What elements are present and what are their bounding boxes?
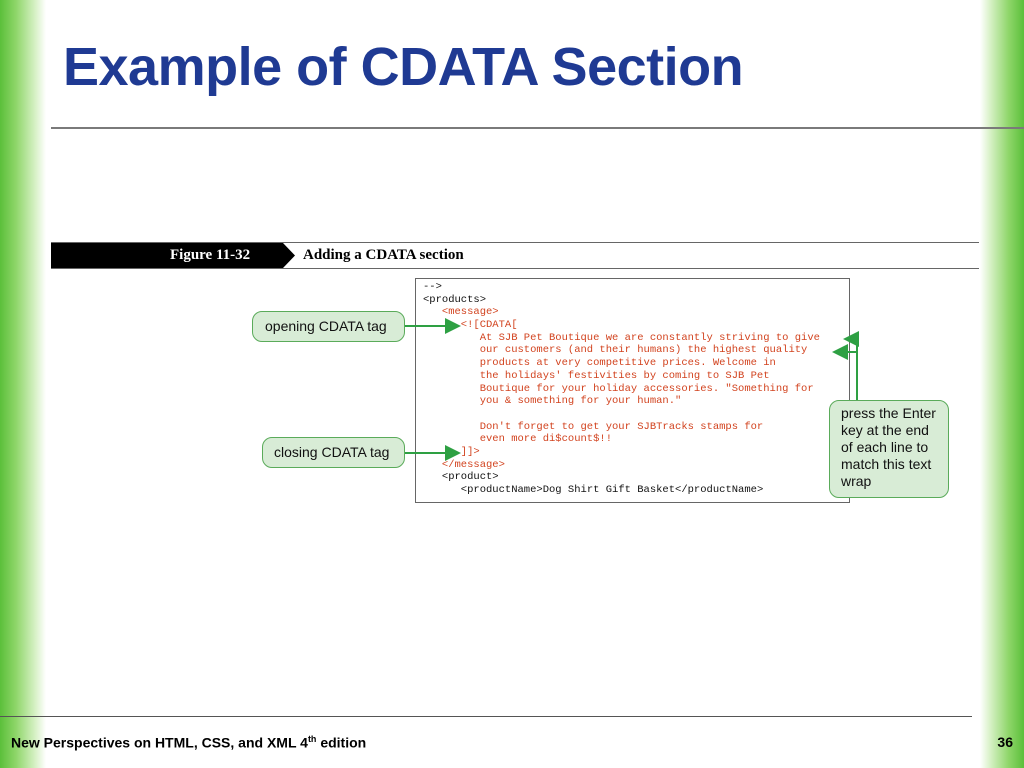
code-line: </message> xyxy=(441,458,505,471)
code-line: you & something for your human." xyxy=(479,395,682,408)
code-line: <message> xyxy=(441,306,499,319)
footer-book-title: New Perspectives on HTML, CSS, and XML 4… xyxy=(11,734,367,751)
slide-title: Example of CDATA Section xyxy=(63,37,744,97)
callout-press-enter: press the Enter key at the end of each l… xyxy=(829,400,949,498)
figure-caption: Adding a CDATA section xyxy=(303,247,464,263)
code-line: <productName>Dog Shirt Gift Basket</prod… xyxy=(460,484,764,496)
code-line: Don't forget to get your SJBTracks stamp… xyxy=(479,420,764,433)
figure-number: Figure 11-32 xyxy=(170,247,251,263)
code-line: the holidays' festivities by coming to S… xyxy=(479,369,770,382)
figure-header-bottom-rule xyxy=(51,268,979,269)
code-line: --> xyxy=(423,281,442,293)
code-line: even more di$count$!! xyxy=(479,433,613,446)
left-gradient-bar xyxy=(0,0,46,768)
callout-closing-cdata-tag: closing CDATA tag xyxy=(262,437,405,468)
code-line: <products> xyxy=(423,293,487,306)
code-line: At SJB Pet Boutique we are constantly st… xyxy=(479,331,820,344)
figure-number-tab xyxy=(51,243,295,268)
footer-divider xyxy=(0,716,972,717)
code-line: ]]> xyxy=(460,445,480,458)
code-line: our customers (and their humans) the hig… xyxy=(479,344,808,357)
code-listing: --><products><message><![CDATA[At SJB Pe… xyxy=(423,281,820,497)
code-listing-box xyxy=(415,278,850,503)
title-divider xyxy=(51,127,1024,129)
figure-header-top-rule xyxy=(51,242,979,243)
code-line: Boutique for your holiday accessories. "… xyxy=(479,382,814,395)
page-number: 36 xyxy=(997,734,1013,750)
code-line: <product> xyxy=(441,471,499,484)
code-line: <![CDATA[ xyxy=(460,319,518,332)
code-line: products at very competitive prices. Wel… xyxy=(479,357,776,370)
callout-opening-cdata-tag: opening CDATA tag xyxy=(252,311,405,342)
